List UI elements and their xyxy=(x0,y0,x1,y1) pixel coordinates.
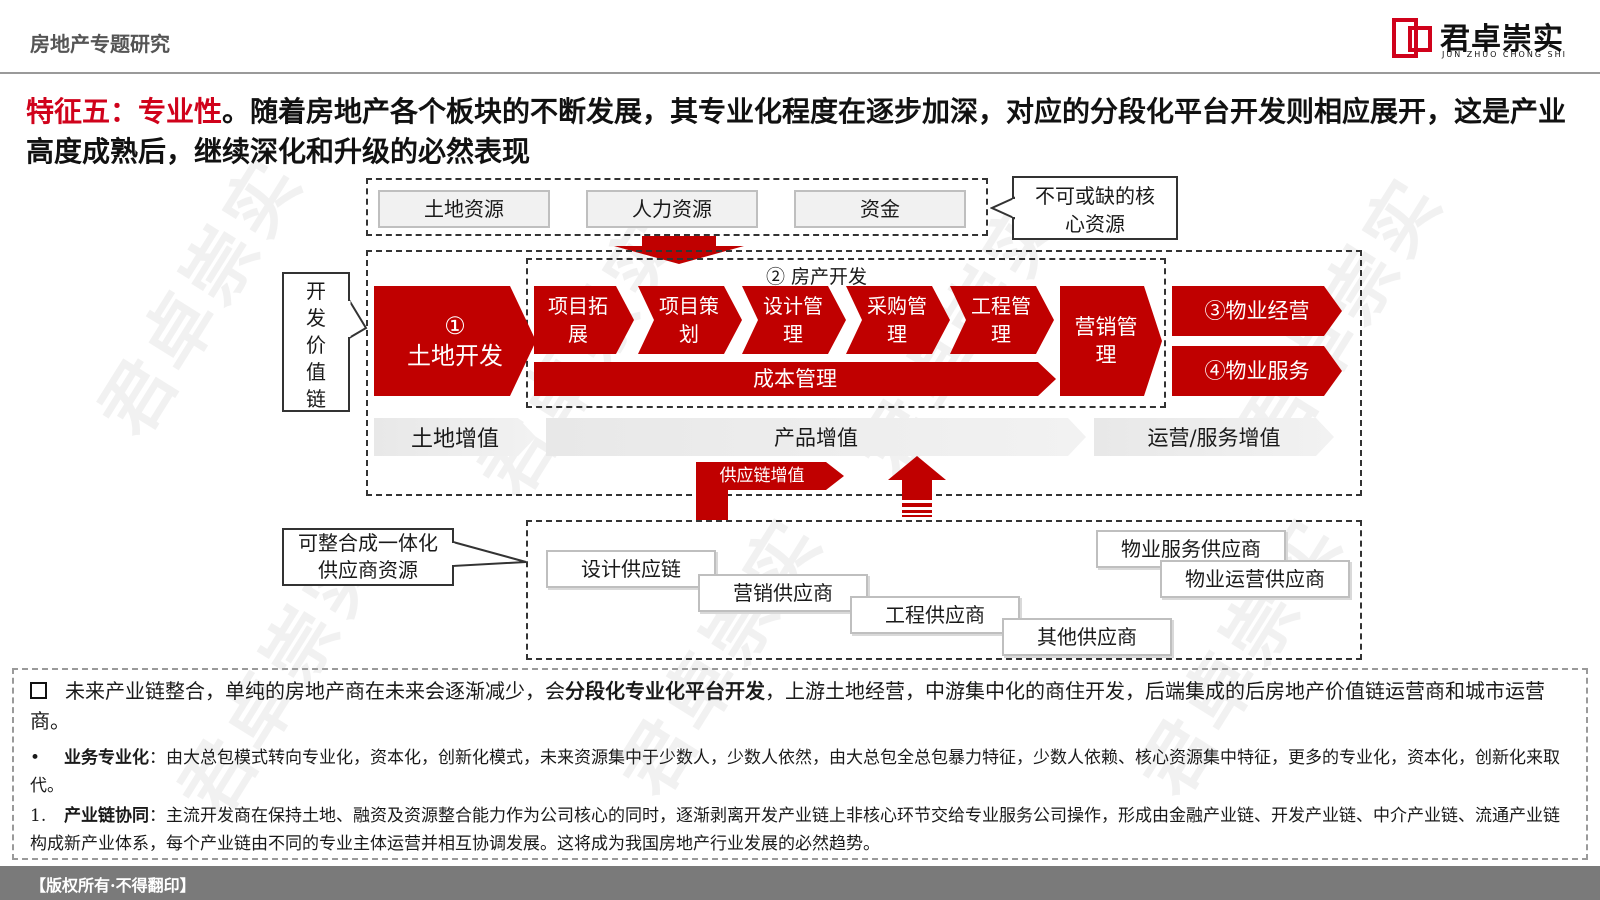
land-development-stage: ① 土地开发 xyxy=(374,286,536,396)
property-services: ④物业服务 xyxy=(1172,346,1342,396)
step-design-management: 设计管理 xyxy=(742,286,846,354)
supplier-property-operations: 物业运营供应商 xyxy=(1160,560,1350,598)
stage-label: 土地开发 xyxy=(407,342,503,370)
step-project-planning: 项目策划 xyxy=(638,286,742,354)
resource-capital: 资金 xyxy=(794,190,966,228)
note-text: 未来产业链整合，单纯的房地产商在未来会逐渐减少，会 xyxy=(65,679,565,703)
suppliers-frame xyxy=(526,520,1362,660)
footer-bar xyxy=(0,866,1600,900)
note-bold: 分段化专业化平台开发 xyxy=(565,679,765,703)
square-bullet-icon xyxy=(30,682,47,699)
section-title: 房地产专题研究 xyxy=(30,32,170,56)
cost-management-bar: 成本管理 xyxy=(534,362,1056,396)
step-marketing-management: 营销管理 xyxy=(1060,286,1162,396)
bullet-marker: • xyxy=(30,748,41,768)
up-arrow xyxy=(888,456,946,517)
note-text: ：主流开发商在保持土地、融资及资源整合能力作为公司核心的同时，逐渐剥离开发产业链… xyxy=(30,806,1560,854)
land-value-arrow: 土地增值 xyxy=(374,418,536,456)
step-engineering-management: 工程管理 xyxy=(950,286,1054,354)
supplier-design: 设计供应链 xyxy=(546,550,716,588)
note-text: ，上游土地经营，中游集中化的商住开发，后端集成的后房地产价值链运营商和城市运营商… xyxy=(30,679,1545,733)
logo-text: 君卓崇实 xyxy=(1440,22,1564,57)
resource-land: 土地资源 xyxy=(378,190,550,228)
headline: 特征五：专业性。随着房地产各个板块的不断发展，其专业化程度在逐步加深，对应的分段… xyxy=(26,92,1574,172)
note-paragraph-1: 未来产业链整合，单纯的房地产商在未来会逐渐减少，会分段化专业化平台开发，上游土地… xyxy=(30,676,1570,736)
callout-pointer xyxy=(348,298,368,340)
logo-subtext: JUN ZHUO CHONG SHI xyxy=(1442,50,1568,59)
supplier-marketing: 营销供应商 xyxy=(698,574,868,612)
note-paragraph-2: • 业务专业化：由大总包模式转向专业化，资本化，创新化模式，未来资源集中于少数人，… xyxy=(30,744,1570,800)
step-project-expansion: 项目拓展 xyxy=(534,286,634,354)
headline-highlight: 特征五：专业性 xyxy=(26,95,223,128)
logo-mark-icon xyxy=(1392,18,1432,58)
resource-human: 人力资源 xyxy=(586,190,758,228)
property-operations: ③物业经营 xyxy=(1172,286,1342,336)
note-text: ：由大总包模式转向专业化，资本化，创新化模式，未来资源集中于少数人，少数人依然，… xyxy=(30,748,1560,796)
resources-frame xyxy=(366,178,988,236)
resources-callout: 不可或缺的核心资源 xyxy=(1012,176,1178,240)
value-chain-callout: 开发价值链 xyxy=(282,272,350,412)
supplier-other: 其他供应商 xyxy=(1002,618,1172,656)
copyright-text: 【版权所有·不得翻印】 xyxy=(30,876,196,895)
notes-frame xyxy=(12,668,1588,860)
note-bold: 业务专业化 xyxy=(64,748,149,768)
note-paragraph-3: 1. 产业链协同：主流开发商在保持土地、融资及资源整合能力作为公司核心的同时，逐渐… xyxy=(30,802,1570,858)
note-bold: 产业链协同 xyxy=(64,806,149,826)
headline-text: 。随着房地产各个板块的不断发展，其专业化程度在逐步加深，对应的分段化平台开发则相… xyxy=(26,95,1567,168)
real-estate-title: ② 房产开发 xyxy=(766,266,868,288)
stage-number: ① xyxy=(444,312,466,340)
resources-callout-text: 不可或缺的核心资源 xyxy=(1035,184,1155,236)
product-value-arrow: 产品增值 xyxy=(546,418,1086,456)
header-divider xyxy=(0,72,1600,74)
supply-chain-connector xyxy=(696,484,728,520)
value-chain-frame xyxy=(366,250,1362,496)
number-marker: 1. xyxy=(30,806,47,826)
suppliers-callout: 可整合成一体化供应商资源 xyxy=(282,528,454,586)
supplier-engineering: 工程供应商 xyxy=(850,596,1020,634)
service-value-arrow: 运营/服务增值 xyxy=(1094,418,1334,456)
value-chain-callout-text: 开发价值链 xyxy=(306,279,326,411)
step-procurement-management: 采购管理 xyxy=(846,286,950,354)
callout-pointer xyxy=(452,540,527,568)
callout-pointer xyxy=(990,196,1016,220)
suppliers-callout-text: 可整合成一体化供应商资源 xyxy=(298,531,438,582)
